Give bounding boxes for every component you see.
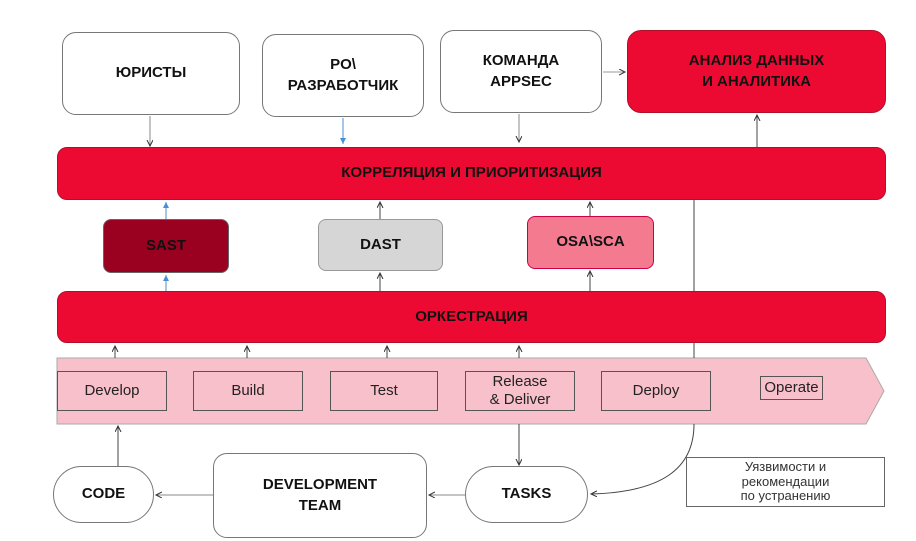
vulnerabilities-note: Уязвимости и рекомендации по устранению: [686, 457, 885, 507]
arrow-deploy-tasks: [591, 423, 695, 494]
sast-box: SAST: [103, 219, 229, 273]
stage-develop: Develop: [57, 371, 167, 411]
analytics-box: АНАЛИЗ ДАННЫХ И АНАЛИТИКА: [627, 30, 886, 113]
po-developer-box: PO\ РАЗРАБОТЧИК: [262, 34, 424, 117]
correlation-bar: КОРРЕЛЯЦИЯ И ПРИОРИТИЗАЦИЯ: [57, 147, 886, 200]
appsec-team-box: КОМАНДА APPSEC: [440, 30, 602, 113]
lawyers-box: ЮРИСТЫ: [62, 32, 240, 115]
osa-sca-box: OSA\SCA: [527, 216, 654, 269]
tasks-box: TASKS: [465, 466, 588, 523]
stage-operate: Operate: [760, 376, 823, 400]
stage-test: Test: [330, 371, 438, 411]
stage-deploy: Deploy: [601, 371, 711, 411]
development-team-box: DEVELOPMENT TEAM: [213, 453, 427, 538]
code-box: CODE: [53, 466, 154, 523]
stage-release-deliver: Release & Deliver: [465, 371, 575, 411]
orchestration-bar: ОРКЕСТРАЦИЯ: [57, 291, 886, 343]
stage-build: Build: [193, 371, 303, 411]
dast-box: DAST: [318, 219, 443, 271]
